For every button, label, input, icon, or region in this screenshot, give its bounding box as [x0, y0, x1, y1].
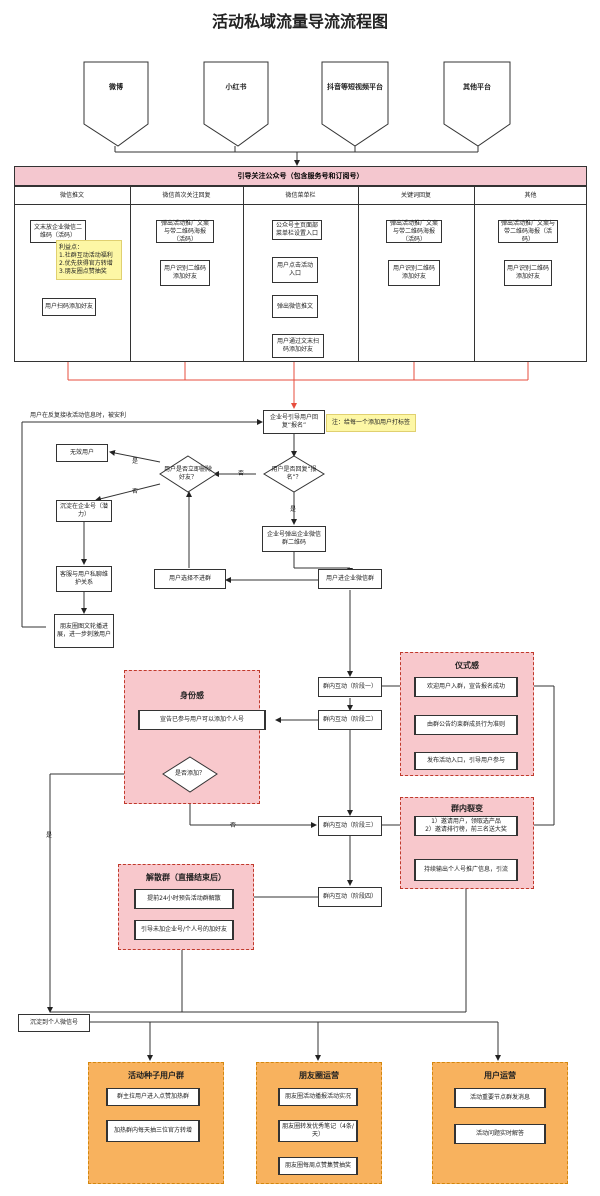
user-ops-item-2: 活动问题实时解答 — [454, 1124, 546, 1144]
column-header-first-follow: 微信首次关注回复 — [162, 192, 211, 199]
stage-2: 群内互动（阶段二） — [318, 710, 382, 730]
column-header-wechat-post: 微信推文 — [59, 192, 84, 199]
ritual-item-3: 发布活动入口，引导用户参与 — [414, 752, 518, 770]
identity-title: 身份感 — [180, 691, 204, 700]
fission-title: 群内裂变 — [451, 804, 483, 813]
column-divider-4 — [474, 186, 475, 362]
ritual-item-1: 欢迎用户入群，宣告报名成功 — [414, 677, 518, 697]
label-yes-2: 是 — [290, 506, 297, 513]
source-shapes — [83, 61, 511, 147]
label-no-3: 否 — [230, 822, 237, 829]
column-header-line — [14, 204, 587, 205]
user-ops-group — [432, 1062, 568, 1184]
label-no-1: 否 — [132, 488, 139, 495]
page-title: 活动私域流量导流流程图 — [211, 12, 388, 31]
decision-shapes — [159, 455, 325, 493]
column-header-keyword: 关键词回复 — [400, 192, 431, 199]
sink-enterprise-box: 沉淀在企业号（潜力） — [56, 500, 112, 522]
ritual-item-2: 由群公告约束群成员行为准则 — [414, 715, 518, 735]
column-header-other: 其他 — [524, 192, 537, 199]
source-douyin: 抖音等短视频平台 — [327, 83, 383, 91]
moments-ops-title: 朋友圈运营 — [299, 1071, 339, 1080]
deleted-question: 用户是否立即删除好友？ — [164, 466, 213, 481]
tag-note: 注：给每一个添加用户打标签 — [326, 414, 416, 432]
join-group-box: 用户进企业微信群 — [318, 569, 382, 589]
replied-question: 用户是否回复“报名”？ — [271, 466, 317, 481]
seed-item-2: 加热群内每天抽三位官方转增 — [106, 1120, 200, 1142]
stage-4: 群内互动（阶段四） — [318, 887, 382, 907]
source-other: 其他平台 — [463, 83, 491, 91]
invalid-user-box: 无效用户 — [56, 444, 108, 462]
column-divider-2 — [243, 186, 244, 362]
col2-box2: 用户识别二维码添加好友 — [160, 260, 210, 286]
label-no-2: 否 — [238, 470, 245, 477]
col3-box1: 公众号主页面部菜单栏设置入口 — [272, 220, 322, 240]
col4-box2: 用户识别二维码添加好友 — [388, 260, 440, 286]
column-header-menu: 微信菜单栏 — [285, 192, 316, 199]
reply-note: 用户在反复接收活动信息时，被安利 — [30, 412, 127, 419]
ritual-title: 仪式感 — [455, 661, 479, 670]
fission-item-2: 持续输出个人号推广信息，引流 — [414, 859, 518, 881]
col2-box1: 弹出活动推广文案与带二维码海报（活码） — [156, 220, 214, 243]
column-divider-3 — [358, 186, 359, 362]
dissolve-title: 解散群（直播结束后） — [146, 873, 226, 882]
col3-box4: 用户通过文末扫码添加好友 — [272, 334, 324, 358]
col1-box2: 用户扫码添加好友 — [42, 298, 96, 316]
personal-wechat-box: 沉淀到个人微信号 — [18, 1014, 90, 1032]
col1-benefit-note: 利益点： 1.社群互动活动福利 2.优先获得官方转增 3.朋友圈点赞抽奖 — [56, 240, 122, 280]
stage-1: 群内互动（阶段一） — [318, 677, 382, 697]
user-ops-title: 用户运营 — [484, 1071, 516, 1080]
band-header: 引导关注公众号（包含服务号和订阅号） — [14, 166, 587, 186]
source-xiaohongshu: 小红书 — [225, 83, 247, 91]
label-yes-3: 是 — [46, 832, 53, 839]
private-chat-box: 客服与用户私聊维护关系 — [56, 566, 112, 592]
source-weibo: 微博 — [109, 83, 123, 91]
dissolve-item-1: 提前24小时预告活动群解散 — [134, 889, 234, 909]
pop-qr-box: 企业号弹出企业微信群二维码 — [262, 526, 326, 552]
moments-ops-item-1: 朋友圈活动播报活动实况 — [278, 1088, 358, 1106]
dissolve-item-2: 引导未加企业号/个人号的加好友 — [134, 920, 234, 940]
seed-title: 活动种子用户群 — [128, 1071, 184, 1080]
col4-box1: 弹出活动推广文案与带二维码海报（活码） — [386, 220, 442, 243]
col3-box2: 用户点击活动入口 — [272, 257, 318, 283]
seed-item-1: 群主拉用户进入点赞加热群 — [106, 1088, 200, 1106]
moments-box: 朋友圈图文轮播进展，进一步刺激用户 — [54, 614, 114, 648]
user-ops-item-1: 活动重要节点群发消息 — [454, 1088, 546, 1108]
fission-item-1: 1）邀请用户，领取选产品 2）邀请排行榜，前三名送大奖 — [414, 816, 518, 836]
col3-box3: 弹出微信推文 — [272, 295, 318, 318]
col5-box1: 弹出活动推广文案与带二维码海报（活码） — [498, 220, 558, 243]
stage-3: 群内互动（阶段三） — [318, 816, 382, 836]
identity-decision — [162, 756, 218, 793]
moments-ops-item-2: 朋友圈转发优秀笔记（4条/天） — [278, 1120, 358, 1142]
moments-ops-item-3: 朋友圈每周点赞集赞抽奖 — [278, 1157, 358, 1175]
label-yes-1: 是 — [132, 458, 139, 465]
identity-question: 是否添加？ — [174, 770, 205, 777]
col5-box2: 用户识别二维码添加好友 — [504, 260, 552, 286]
not-join-box: 用户选择不进群 — [154, 569, 226, 589]
identity-box: 宣告已参与用户可以添加个人号 — [138, 710, 266, 730]
column-divider-1 — [130, 186, 131, 362]
guide-reply-box: 企业号引导用户回复“报名” — [263, 410, 325, 434]
